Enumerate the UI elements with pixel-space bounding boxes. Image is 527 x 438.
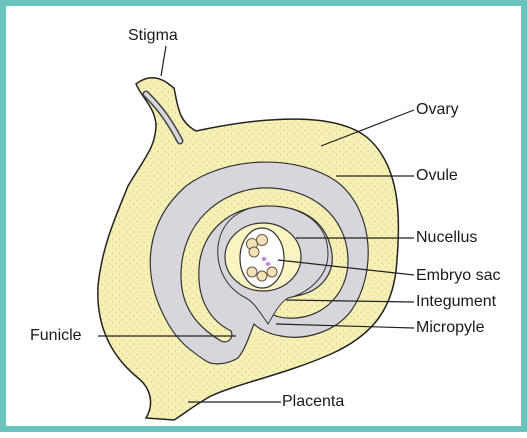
ovary-diagram [6, 6, 527, 438]
label-ovary: Ovary [416, 102, 459, 118]
label-integument: Integument [416, 294, 496, 310]
label-placenta: Placenta [282, 394, 344, 410]
label-stigma: Stigma [128, 28, 178, 44]
label-micropyle: Micropyle [416, 320, 484, 336]
label-embryo-sac: Embryo sac [416, 268, 500, 284]
label-funicle: Funicle [30, 328, 82, 344]
label-ovule: Ovule [416, 168, 458, 184]
label-nucellus: Nucellus [416, 230, 477, 246]
